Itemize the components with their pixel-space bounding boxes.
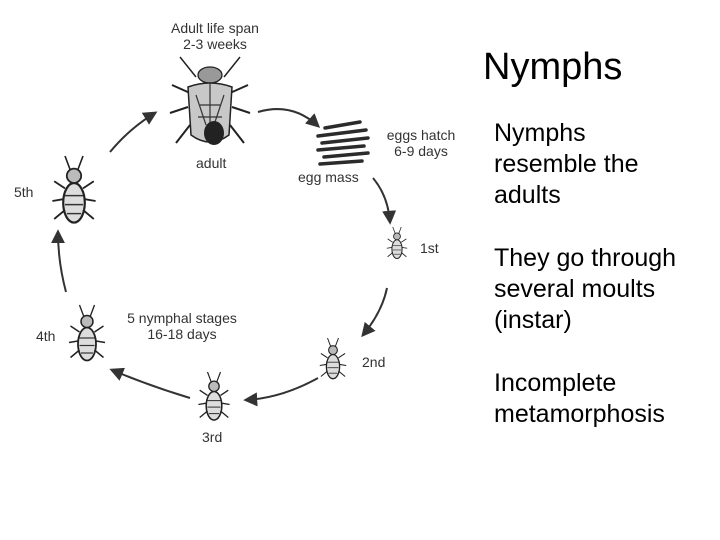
arrow-2nd-to-3rd <box>243 377 319 407</box>
bullet-line: resemble the <box>494 150 639 178</box>
arrow-eggs-to-1st <box>372 177 397 225</box>
arrow-5th-to-adult <box>109 111 158 153</box>
lifespan-line-2: 2-3 weeks <box>183 36 247 52</box>
bullet-line: They go through <box>494 244 677 272</box>
nymph-1st-illustration <box>386 226 408 259</box>
eggs-hatch-line-2: 6-9 days <box>394 143 448 159</box>
adult-insect-illustration <box>169 56 251 145</box>
slide-title: Nymphs <box>483 46 623 88</box>
stage-1st-label: 1st <box>420 240 439 256</box>
nymph-2nd-illustration <box>319 337 347 380</box>
life-cycle-diagram <box>51 56 408 421</box>
adult-lifespan-label: Adult life span 2-3 weeks <box>160 20 270 52</box>
nymph-5th-illustration <box>51 154 97 224</box>
nymph-3rd-illustration <box>197 371 231 421</box>
nymphal-line-2: 16-18 days <box>147 326 217 342</box>
arrow-adult-to-eggs <box>257 108 321 128</box>
bullet-line: several moults <box>494 275 656 303</box>
bullet-line: metamorphosis <box>494 400 665 428</box>
egg-mass-label: egg mass <box>298 169 359 185</box>
arrow-3rd-to-4th <box>109 367 191 399</box>
stage-3rd-label: 3rd <box>202 429 223 445</box>
eggs-hatch-label: eggs hatch 6-9 days <box>376 127 466 159</box>
nymph-4th-illustration <box>68 304 106 362</box>
lifespan-line-1: Adult life span <box>171 20 259 36</box>
stage-4th-label: 4th <box>36 328 56 344</box>
bullet-line: (instar) <box>494 306 572 334</box>
nymphal-line-1: 5 nymphal stages <box>127 310 237 326</box>
stage-5th-label: 5th <box>14 184 34 200</box>
eggs-hatch-line-1: eggs hatch <box>386 127 456 143</box>
bullet-line: Nymphs <box>494 119 586 147</box>
nymphal-stages-label: 5 nymphal stages 16-18 days <box>112 310 252 342</box>
egg-mass-illustration <box>316 120 370 166</box>
bullet-line: adults <box>494 181 561 209</box>
bullet-item: Nymphs resemble the adults <box>494 118 718 211</box>
adult-label: adult <box>196 155 227 171</box>
bullet-list: Nymphs resemble the adults They go throu… <box>494 118 718 462</box>
arrow-4th-to-5th <box>51 229 67 293</box>
arrow-1st-to-2nd <box>361 287 388 338</box>
bullet-item: Incomplete metamorphosis <box>494 368 718 430</box>
bullet-item: They go through several moults (instar) <box>494 243 718 336</box>
bullet-line: Incomplete <box>494 369 617 397</box>
stage-2nd-label: 2nd <box>362 354 386 370</box>
